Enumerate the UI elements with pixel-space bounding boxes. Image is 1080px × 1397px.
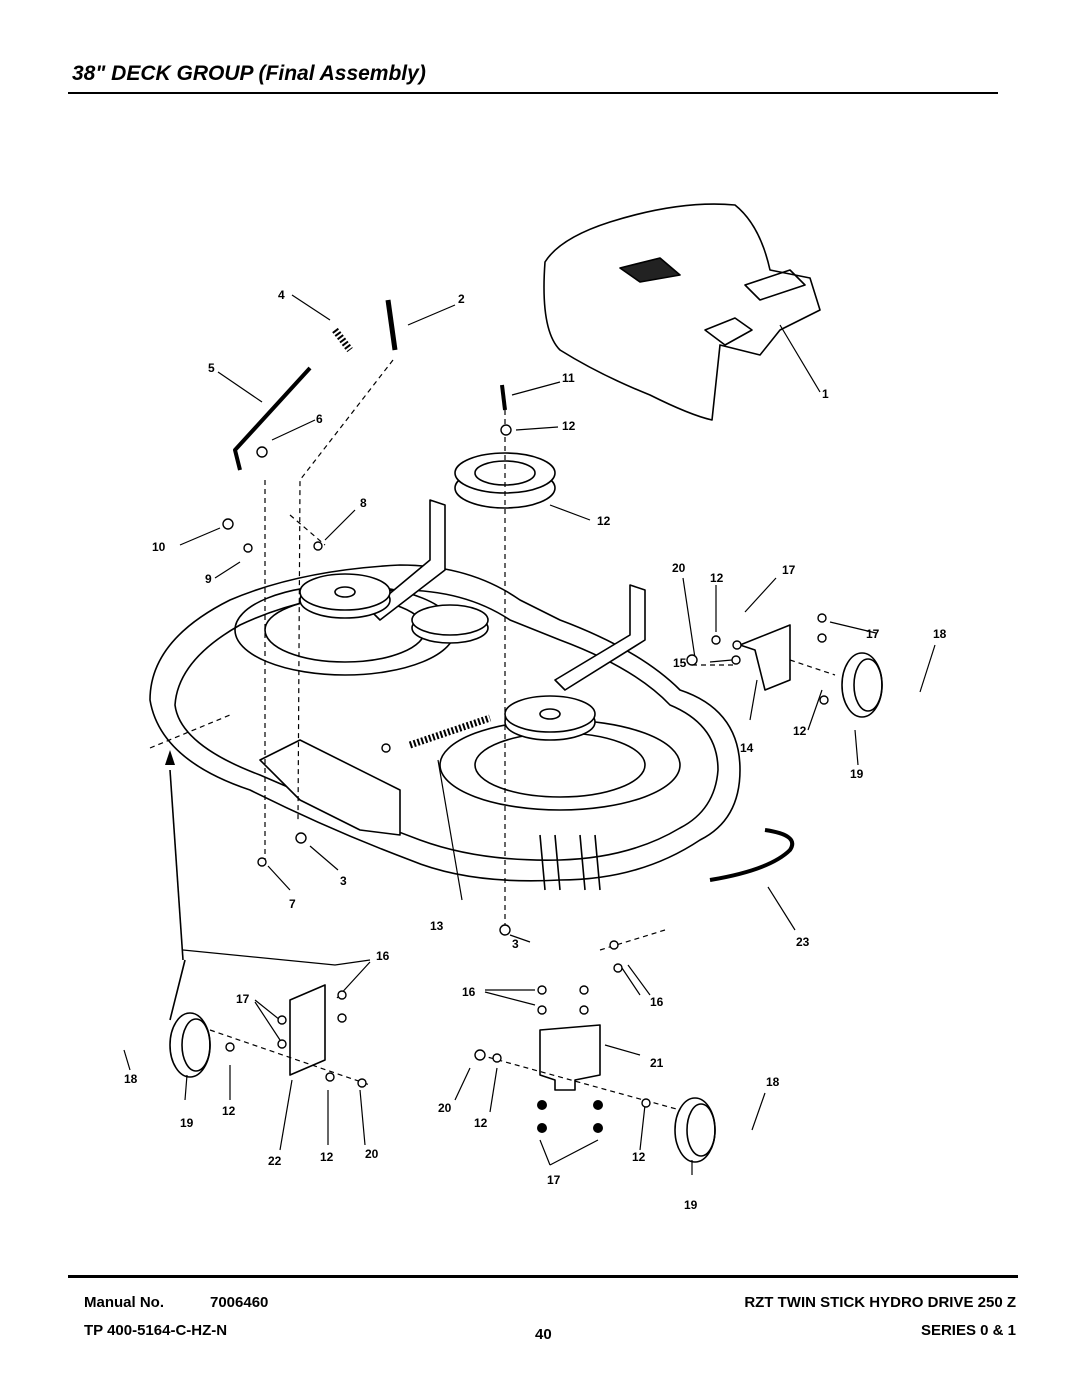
manual-number: 7006460 bbox=[210, 1294, 269, 1311]
callout-7: 7 bbox=[289, 897, 296, 911]
tp-code: TP 400-5164-C-HZ-N bbox=[84, 1322, 228, 1339]
callout-17: 17 bbox=[866, 627, 880, 641]
callout-11: 11 bbox=[562, 371, 575, 385]
mower-deck bbox=[149, 499, 741, 891]
callout-8: 8 bbox=[360, 496, 367, 510]
callout-10: 10 bbox=[152, 540, 166, 554]
brackets bbox=[289, 624, 791, 1091]
callout-20: 20 bbox=[438, 1101, 452, 1115]
belt-cover bbox=[543, 203, 821, 421]
adjustment-rod bbox=[233, 366, 312, 471]
callout-16: 16 bbox=[462, 985, 476, 999]
callout-20: 20 bbox=[365, 1147, 379, 1161]
callout-5: 5 bbox=[208, 361, 215, 375]
callout-19: 19 bbox=[684, 1198, 698, 1212]
callout-16: 16 bbox=[650, 995, 664, 1009]
callout-12: 12 bbox=[710, 571, 724, 585]
callout-12: 12 bbox=[474, 1116, 488, 1130]
pulleys bbox=[299, 452, 596, 741]
callout-15: 14 bbox=[740, 741, 754, 755]
callout-18: 18 bbox=[933, 627, 947, 641]
callout-19: 19 bbox=[180, 1116, 194, 1130]
footer-divider bbox=[68, 1275, 1018, 1278]
callout-16: 16 bbox=[376, 949, 390, 963]
belt-piece bbox=[709, 828, 795, 882]
callout-19: 19 bbox=[850, 767, 864, 781]
callout-17: 17 bbox=[782, 563, 796, 577]
title-divider bbox=[68, 92, 998, 94]
callout-18: 18 bbox=[124, 1072, 138, 1086]
hitch-spring bbox=[332, 327, 353, 353]
callout-14: 13 bbox=[430, 919, 444, 933]
callout-3: 3 bbox=[340, 874, 347, 888]
callout-12: 12 bbox=[222, 1104, 236, 1118]
series-label: SERIES 0 & 1 bbox=[920, 1322, 1016, 1339]
callout-17: 17 bbox=[547, 1173, 561, 1187]
callout-1: 1 bbox=[822, 387, 829, 401]
callout-23: 23 bbox=[796, 935, 810, 949]
manual-label: Manual No. bbox=[84, 1294, 165, 1311]
wheels bbox=[169, 652, 883, 1163]
callout-9: 9 bbox=[205, 572, 212, 586]
callout-18: 18 bbox=[766, 1075, 780, 1089]
callout-20: 20 bbox=[672, 561, 686, 575]
callout-21: 21 bbox=[650, 1056, 664, 1070]
clevis-pin bbox=[385, 299, 398, 351]
callout-22: 22 bbox=[268, 1154, 282, 1168]
callout-12: 12 bbox=[320, 1150, 334, 1164]
callout-12: 12 bbox=[632, 1150, 646, 1164]
callout-3: 3 bbox=[512, 937, 519, 951]
callout-13: 12 bbox=[597, 514, 611, 528]
callout-12: 12 bbox=[562, 419, 576, 433]
callout-2: 2 bbox=[458, 292, 465, 306]
page-title: 38" DECK GROUP (Final Assembly) bbox=[72, 62, 426, 85]
callout-17: 17 bbox=[236, 992, 250, 1006]
pulley-bolt bbox=[500, 384, 507, 411]
callout-16: 15 bbox=[673, 656, 687, 670]
callout-4: 4 bbox=[278, 288, 285, 302]
product-name: RZT TWIN STICK HYDRO DRIVE 250 Z bbox=[744, 1294, 1016, 1311]
page-number: 40 bbox=[535, 1326, 552, 1343]
callout-6: 6 bbox=[316, 412, 323, 426]
callout-12: 12 bbox=[793, 724, 807, 738]
